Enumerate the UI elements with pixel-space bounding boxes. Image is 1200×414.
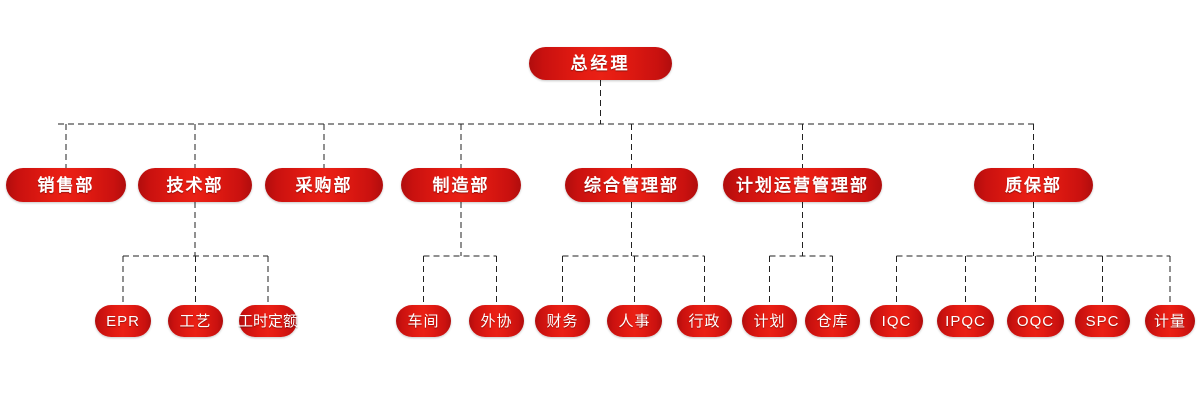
node-root-general-manager[interactable]: 总经理 [529,47,672,80]
node-department-sales[interactable]: 销售部 [6,168,126,202]
node-label: 车间 [407,312,440,330]
node-label: 仓库 [816,312,849,330]
node-label: 制造部 [432,175,490,195]
node-department-manufacture[interactable]: 制造部 [401,168,521,202]
node-team-admin[interactable]: 行政 [677,305,732,337]
node-label: 技术部 [166,175,224,195]
node-label: 采购部 [295,175,353,195]
node-team-plan[interactable]: 计划 [742,305,797,337]
node-label: OQC [1016,312,1055,330]
node-team-process[interactable]: 工艺 [168,305,223,337]
node-label: 计划运营管理部 [736,175,869,195]
node-team-metrology[interactable]: 计量 [1145,305,1195,337]
node-label: 总经理 [570,54,631,73]
node-team-finance[interactable]: 财务 [535,305,590,337]
node-label: 外协 [480,312,513,330]
node-label: 质保部 [1005,175,1062,195]
node-label: 人事 [618,312,651,330]
node-label: 综合管理部 [584,175,679,195]
node-department-tech[interactable]: 技术部 [138,168,252,202]
node-team-iqc[interactable]: IQC [870,305,923,337]
node-team-workshop[interactable]: 车间 [396,305,451,337]
node-label: EPR [106,312,140,330]
node-team-epr[interactable]: EPR [95,305,151,337]
node-team-oqc[interactable]: OQC [1007,305,1064,337]
node-label: SPC [1085,312,1120,330]
node-team-hr[interactable]: 人事 [607,305,662,337]
node-label: 计划 [753,312,786,330]
node-label: 财务 [546,312,579,330]
node-team-quota[interactable]: 工时定额 [238,305,299,337]
node-label: IQC [881,312,912,330]
node-team-ipqc[interactable]: IPQC [937,305,994,337]
node-team-spc[interactable]: SPC [1075,305,1130,337]
node-label: 行政 [688,312,721,330]
node-label: 工时定额 [238,312,299,330]
node-department-quality[interactable]: 质保部 [974,168,1093,202]
node-department-planning[interactable]: 计划运营管理部 [723,168,882,202]
node-label: IPQC [945,312,986,330]
node-team-warehouse[interactable]: 仓库 [805,305,860,337]
node-label: 计量 [1153,312,1186,330]
node-department-purchase[interactable]: 采购部 [265,168,383,202]
node-label: 工艺 [179,312,212,330]
node-team-outsource[interactable]: 外协 [469,305,524,337]
node-label: 销售部 [37,175,95,195]
node-department-general[interactable]: 综合管理部 [565,168,698,202]
